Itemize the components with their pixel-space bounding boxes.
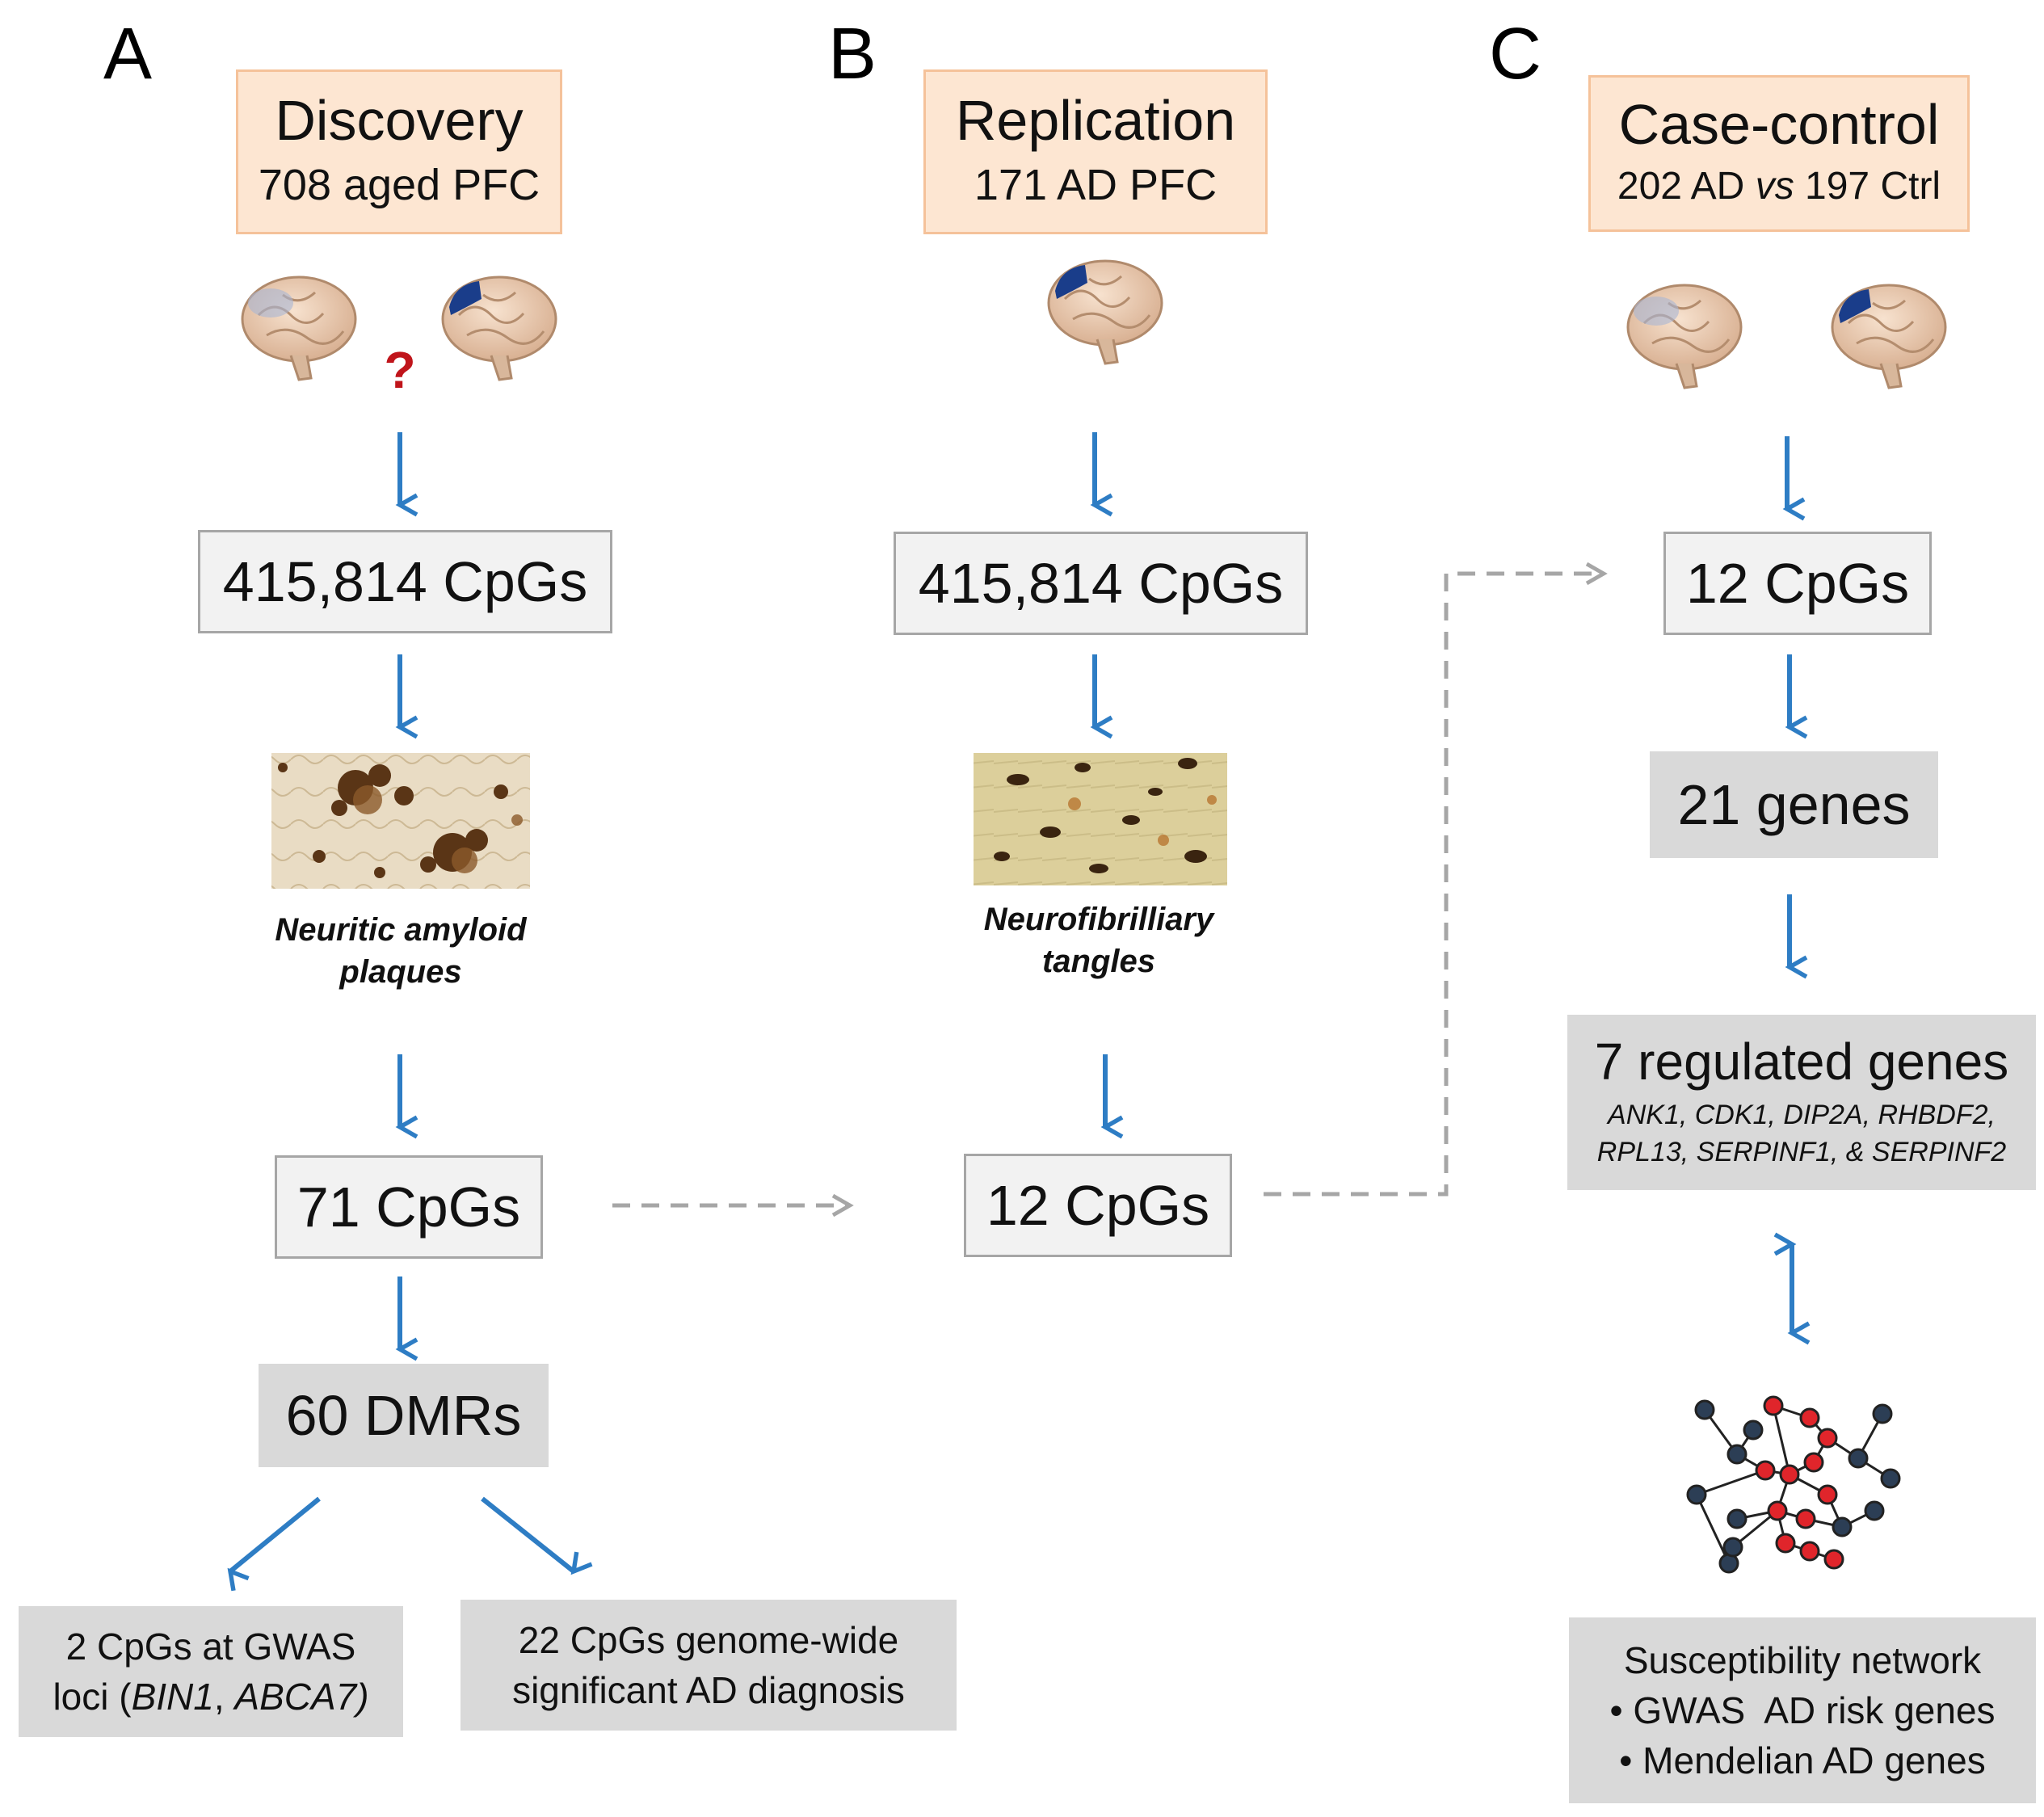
replication-title: Replication <box>955 89 1236 152</box>
panel-letter-b: B <box>828 14 877 95</box>
case-control-subtitle: 202 AD vs 197 Ctrl <box>1591 165 1967 208</box>
vs-label: vs <box>1755 165 1794 208</box>
gene-separator: , <box>213 1676 235 1718</box>
replication-header: Replication 171 AD PFC <box>923 69 1268 234</box>
gwas-loci-line1: 2 CpGs at GWAS <box>65 1625 356 1668</box>
flow-arrow <box>227 1496 321 1592</box>
replication-cpgs-box: 415,814 CpGs <box>894 532 1308 635</box>
amyloid-plaque-image <box>271 753 530 889</box>
brain-icon <box>1831 284 1947 389</box>
regulated-genes-box: 7 regulated genes ANK1, CDK1, DIP2A, RHB… <box>1567 1015 2036 1190</box>
loci-prefix: loci ( <box>53 1676 132 1718</box>
case-control-title: Case-control <box>1618 93 1940 156</box>
case-control-cpgs-box: 12 CpGs <box>1663 532 1932 635</box>
tangles-caption-line2: tangles <box>1041 944 1156 979</box>
panel-letter-c: C <box>1489 14 1541 95</box>
network-item-mendelian: • Mendelian AD genes <box>1619 1739 1986 1782</box>
susceptibility-network-icon <box>1686 1395 1901 1574</box>
discovery-71-cpgs-box: 71 CpGs <box>275 1155 543 1259</box>
susceptibility-network-box: Susceptibility network • GWAS AD risk ge… <box>1569 1617 2036 1803</box>
brain-icon <box>241 275 357 381</box>
amyloid-caption-line2: plaques <box>339 954 462 990</box>
discovery-cpgs-box: 415,814 CpGs <box>198 530 612 633</box>
brain-icon <box>1626 284 1743 389</box>
discovery-header: Discovery 708 aged PFC <box>236 69 562 234</box>
case-control-header: Case-control 202 AD vs 197 Ctrl <box>1588 75 1970 232</box>
discovery-title: Discovery <box>275 89 524 152</box>
tangles-caption-line1: Neurofibrilliary <box>983 902 1214 937</box>
dashed-connector <box>1264 562 1608 1197</box>
regulated-genes-line1: ANK1, CDK1, DIP2A, RHBDF2, <box>1608 1099 1996 1130</box>
tangles-caption: Neurofibrilliary tangles <box>937 898 1260 982</box>
brain-icon <box>441 275 557 381</box>
amyloid-caption: Neuritic amyloid plaques <box>239 909 562 993</box>
case-count: 202 AD <box>1617 165 1756 208</box>
replication-subtitle: 171 AD PFC <box>974 161 1218 209</box>
gene-bin1: BIN1 <box>131 1676 214 1718</box>
neurofibrillary-tangle-image <box>974 753 1227 885</box>
genes-box: 21 genes <box>1650 751 1938 858</box>
network-title: Susceptibility network <box>1623 1638 1982 1681</box>
regulated-genes-line2: RPL13, SERPINF1, & SERPINF2 <box>1596 1136 2007 1167</box>
flow-arrow <box>481 1496 593 1575</box>
discovery-subtitle: 708 aged PFC <box>258 161 540 209</box>
question-mark-icon: ? <box>384 341 415 399</box>
regulated-genes-title: 7 regulated genes <box>1594 1033 2009 1091</box>
gwas-loci-box: 2 CpGs at GWAS loci (BIN1, ABCA7) <box>19 1606 403 1737</box>
control-count: 197 Ctrl <box>1794 165 1941 208</box>
genome-wide-line1: 22 CpGs genome-wide <box>518 1618 899 1661</box>
gene-abca7: ABCA7) <box>234 1676 369 1718</box>
brain-icon <box>1047 259 1163 365</box>
panel-letter-a: A <box>103 14 153 95</box>
gwas-loci-line2: loci (BIN1, ABCA7) <box>53 1672 368 1722</box>
dmrs-box: 60 DMRs <box>259 1364 549 1467</box>
amyloid-caption-line1: Neuritic amyloid <box>275 912 527 948</box>
network-item-gwas: • GWAS AD risk genes <box>1609 1689 1996 1731</box>
replication-12-cpgs-box: 12 CpGs <box>964 1154 1232 1257</box>
genome-wide-line2: significant AD diagnosis <box>512 1669 905 1711</box>
genome-wide-box: 22 CpGs genome-wide significant AD diagn… <box>461 1600 957 1731</box>
